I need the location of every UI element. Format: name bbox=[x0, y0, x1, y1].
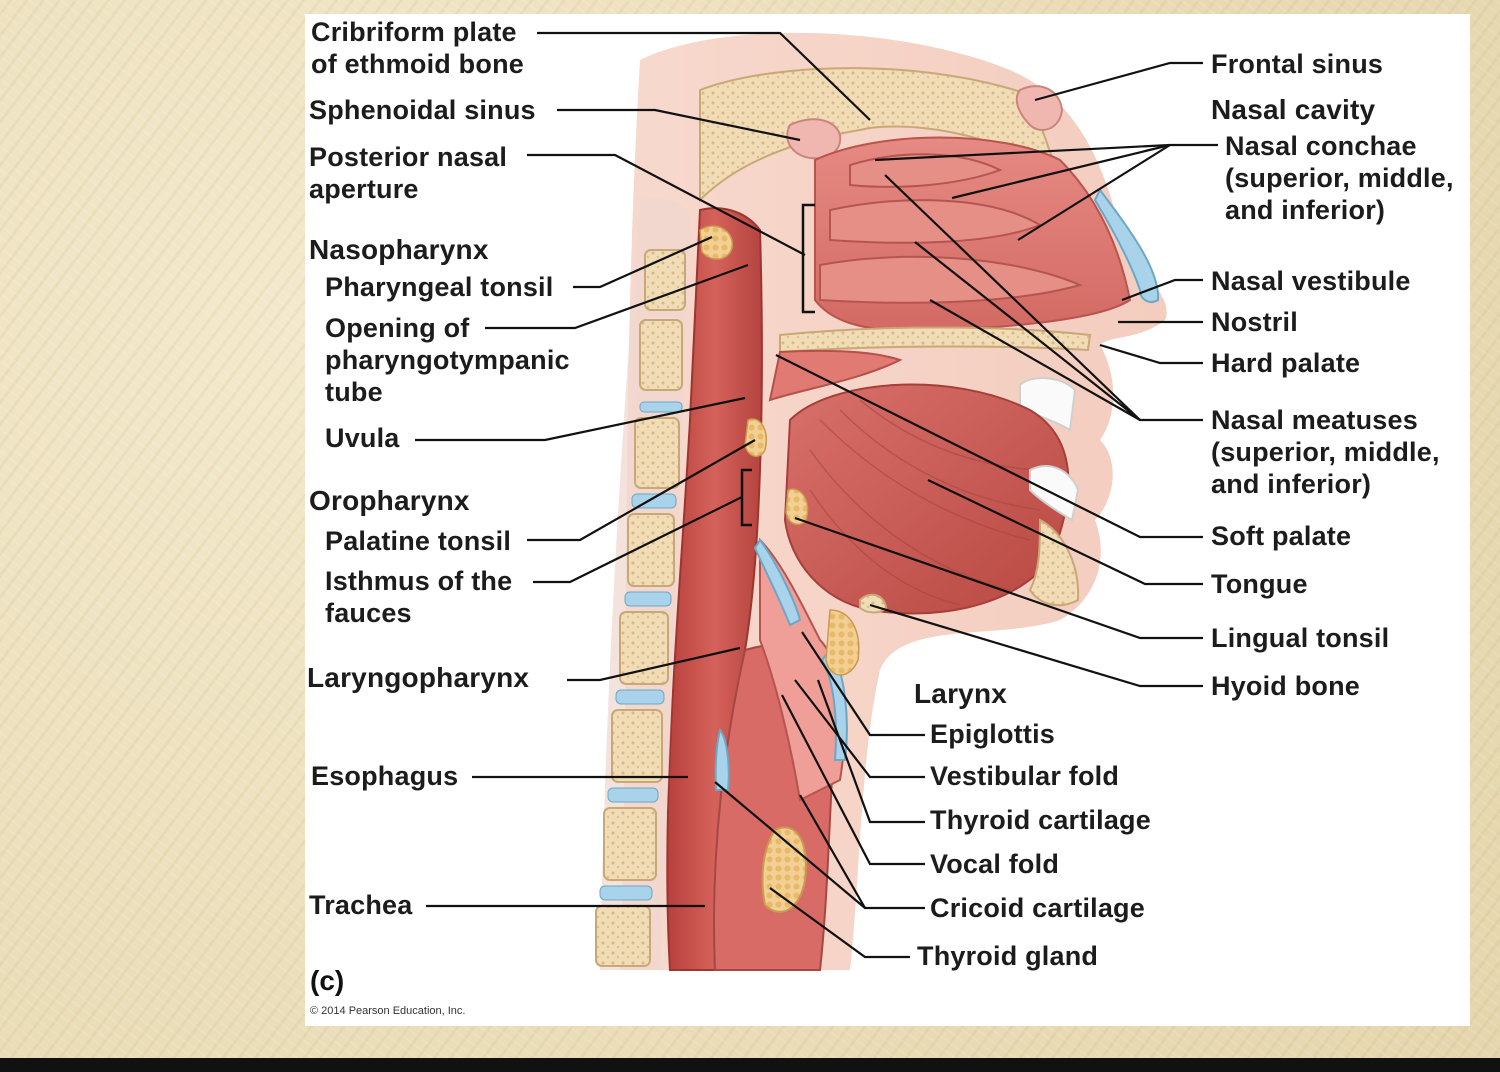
leader-meatuses-2 bbox=[914, 241, 1141, 421]
label-oropharynx: Oropharynx bbox=[309, 485, 470, 516]
leader-pharyngeal-tonsil bbox=[573, 235, 713, 289]
label-nasal-conchae: Nasal conchae (superior, middle, and inf… bbox=[1225, 131, 1454, 225]
leader-hard-palate bbox=[1099, 343, 1203, 365]
label-nasal-cavity: Nasal cavity bbox=[1211, 94, 1376, 125]
leader-tongue bbox=[927, 479, 1203, 586]
label-pharyngeal-tonsil: Pharyngeal tonsil bbox=[325, 272, 554, 302]
label-opening-pharyngotympanic-tube: Opening of pharyngotympanic tube bbox=[325, 313, 570, 407]
label-frontal-sinus: Frontal sinus bbox=[1211, 49, 1384, 79]
label-tongue: Tongue bbox=[1211, 569, 1308, 599]
label-esophagus: Esophagus bbox=[311, 761, 459, 791]
leader-vestibule bbox=[1121, 278, 1203, 302]
hyoid-shape bbox=[859, 593, 888, 614]
nasal-cartilage bbox=[1093, 188, 1160, 303]
label-trachea: Trachea bbox=[309, 890, 413, 920]
label-larynx: Larynx bbox=[914, 678, 1008, 709]
label-lingual-tonsil: Lingual tonsil bbox=[1211, 623, 1390, 653]
label-isthmus-of-fauces: Isthmus of the fauces bbox=[325, 566, 513, 628]
label-nasal-vestibule: Nasal vestibule bbox=[1211, 266, 1411, 296]
label-cribriform-plate: Cribriform plate of ethmoid bone bbox=[311, 17, 524, 79]
inferior-concha bbox=[819, 255, 1083, 304]
label-hard-palate: Hard palate bbox=[1211, 348, 1361, 378]
leader-vocal bbox=[781, 694, 925, 866]
label-thyroid-gland: Thyroid gland bbox=[917, 941, 1099, 971]
leader-soft-palate bbox=[775, 354, 1203, 539]
palatine-tonsil-shape bbox=[744, 418, 767, 457]
label-hyoid-bone: Hyoid bone bbox=[1211, 671, 1360, 701]
leader-cricoid-2 bbox=[799, 794, 866, 909]
leader-meatuses-3 bbox=[929, 299, 1141, 421]
label-nasal-meatuses: Nasal meatuses (superior, middle, and in… bbox=[1211, 405, 1440, 499]
hard-palate bbox=[779, 326, 1092, 354]
leader-sphenoidal bbox=[557, 108, 801, 142]
pharyngeal-tonsil-shape bbox=[699, 225, 733, 260]
leader-opening-tube bbox=[485, 263, 749, 330]
label-palatine-tonsil: Palatine tonsil bbox=[325, 526, 512, 556]
label-vestibular-fold: Vestibular fold bbox=[930, 761, 1120, 791]
label-uvula: Uvula bbox=[325, 423, 400, 453]
label-epiglottis: Epiglottis bbox=[930, 719, 1055, 749]
leader-conchae-2 bbox=[951, 143, 1171, 200]
leader-thyroid-gland bbox=[769, 887, 910, 959]
lingual-tonsil-shape bbox=[785, 488, 809, 526]
label-vocal-fold: Vocal fold bbox=[930, 849, 1060, 879]
panel-letter: (c) bbox=[310, 965, 345, 996]
leader-lines bbox=[415, 31, 1218, 959]
leader-conchae-3 bbox=[1017, 144, 1171, 241]
soft-palate bbox=[768, 349, 903, 402]
leader-posterior-aperture bbox=[527, 153, 806, 256]
epiglottis bbox=[753, 538, 802, 627]
thyroid-cartilage-shape bbox=[820, 648, 848, 761]
leader-cribriform bbox=[537, 31, 871, 121]
label-sphenoidal-sinus: Sphenoidal sinus bbox=[309, 95, 536, 125]
bottom-bar bbox=[0, 1058, 1500, 1072]
leader-vestibular bbox=[794, 679, 925, 779]
tongue-striations bbox=[809, 399, 1051, 606]
label-nostril: Nostril bbox=[1211, 307, 1298, 337]
leader-lingual bbox=[794, 516, 1203, 640]
label-cricoid-cartilage: Cricoid cartilage bbox=[930, 893, 1145, 923]
leader-laryngopharynx bbox=[567, 646, 741, 682]
leader-hyoid bbox=[869, 603, 1203, 688]
leader-frontal bbox=[1034, 61, 1203, 102]
laryngeal-fat-pad bbox=[825, 609, 860, 676]
cricoid-shape bbox=[714, 727, 730, 791]
frontal-sinus bbox=[1015, 85, 1064, 131]
label-soft-palate: Soft palate bbox=[1211, 521, 1352, 551]
copyright-notice: © 2014 Pearson Education, Inc. bbox=[310, 1005, 466, 1017]
leader-epiglottis bbox=[801, 631, 925, 737]
leader-isthmus bbox=[533, 496, 743, 584]
label-posterior-nasal-aperture: Posterior nasal aperture bbox=[309, 142, 508, 204]
label-nasopharynx: Nasopharynx bbox=[309, 234, 489, 265]
label-laryngopharynx: Laryngopharynx bbox=[307, 662, 530, 693]
tongue bbox=[783, 383, 1070, 615]
label-thyroid-cartilage: Thyroid cartilage bbox=[930, 805, 1151, 835]
nasopharynx-bracket bbox=[801, 203, 815, 314]
leader-palatine bbox=[527, 439, 756, 542]
leader-uvula bbox=[415, 396, 746, 442]
sphenoidal-sinus bbox=[786, 118, 842, 160]
leader-thyroid-cartilage bbox=[816, 679, 925, 824]
